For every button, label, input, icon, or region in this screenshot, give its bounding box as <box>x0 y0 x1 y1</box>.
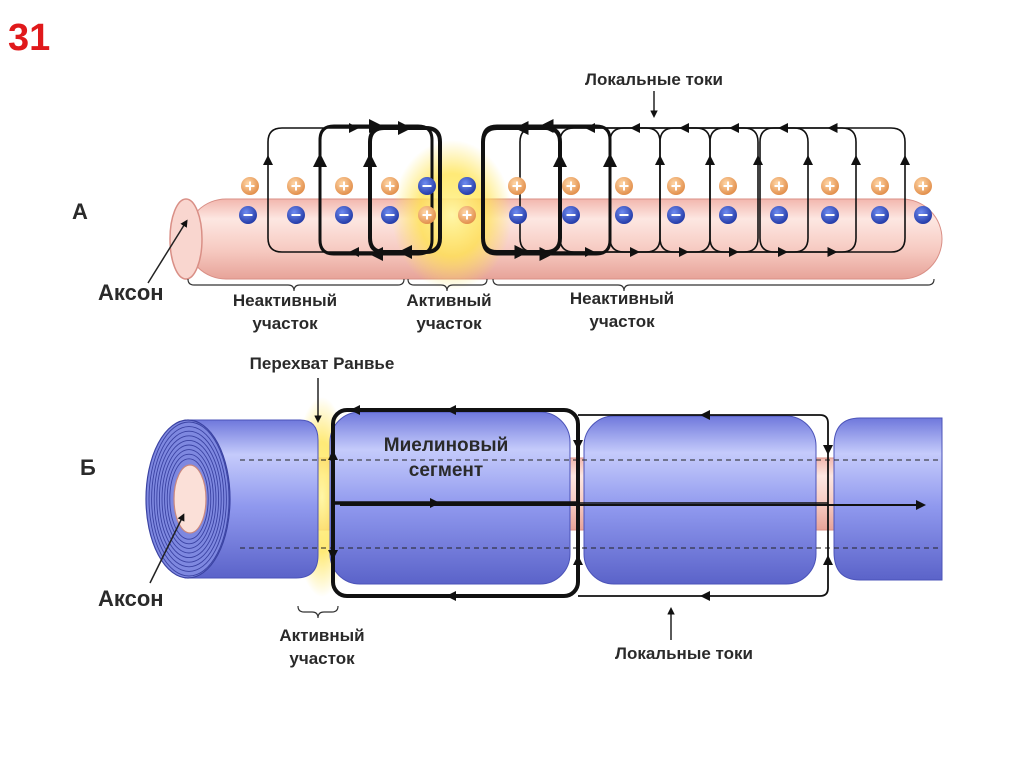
inactive-right-line2: участок <box>589 312 655 331</box>
local-current-loops-a <box>263 119 910 261</box>
negative-ion-icon <box>458 177 476 195</box>
positive-ion-icon <box>381 177 399 195</box>
myelin-roll-end <box>145 419 319 579</box>
myelin-label-line2: сегмент <box>409 460 483 481</box>
negative-ion-icon <box>562 206 580 224</box>
inactive-right-line1: Неактивный <box>570 289 674 308</box>
active-a-line1: Активный <box>406 291 491 310</box>
myelin-segment-3 <box>833 417 943 581</box>
negative-ion-icon <box>239 206 257 224</box>
axon-label-b: Аксон <box>98 586 164 611</box>
active-b-line1: Активный <box>279 626 364 645</box>
inactive-left-line1: Неактивный <box>233 291 337 310</box>
positive-ion-icon <box>821 177 839 195</box>
positive-ion-icon <box>287 177 305 195</box>
active-b-line2: участок <box>289 649 355 668</box>
slide-number: 31 <box>8 17 50 59</box>
positive-ion-icon <box>871 177 889 195</box>
negative-ion-icon <box>615 206 633 224</box>
local-currents-label-b: Локальные токи <box>615 644 753 663</box>
bracket-active-a <box>407 278 488 292</box>
ion-charges-a <box>239 177 932 224</box>
active-a-line2: участок <box>416 314 482 333</box>
negative-ion-icon <box>335 206 353 224</box>
negative-ion-icon <box>667 206 685 224</box>
panel-a: А Аксон Неактивный участок Активный учас… <box>72 70 943 333</box>
negative-ion-icon <box>871 206 889 224</box>
positive-ion-icon <box>241 177 259 195</box>
bracket-inactive-right <box>492 278 935 292</box>
local-currents-label-a: Локальные токи <box>585 70 723 89</box>
positive-ion-icon <box>914 177 932 195</box>
negative-ion-icon <box>914 206 932 224</box>
negative-ion-icon <box>418 177 436 195</box>
positive-ion-icon <box>667 177 685 195</box>
axon-cross-section <box>173 464 207 534</box>
negative-ion-icon <box>509 206 527 224</box>
panel-a-letter: А <box>72 199 88 224</box>
positive-ion-icon <box>770 177 788 195</box>
negative-ion-icon <box>719 206 737 224</box>
myelin-label-line1: Миелиновый <box>384 435 509 456</box>
positive-ion-icon <box>562 177 580 195</box>
axon-pointer-a <box>147 219 188 284</box>
negative-ion-icon <box>381 206 399 224</box>
active-zone-glow-a <box>392 140 512 290</box>
negative-ion-icon <box>821 206 839 224</box>
bracket-inactive-left <box>187 278 405 292</box>
axon-label-a: Аксон <box>98 280 164 305</box>
local-current-loops-b <box>328 405 926 601</box>
positive-ion-icon <box>719 177 737 195</box>
positive-ion-icon <box>508 177 526 195</box>
panel-b: Б <box>80 354 943 668</box>
bracket-active-b <box>297 605 339 619</box>
positive-ion-icon <box>615 177 633 195</box>
axon-pointer-b <box>149 513 185 584</box>
positive-ion-icon <box>418 206 436 224</box>
positive-ion-icon <box>335 177 353 195</box>
negative-ion-icon <box>770 206 788 224</box>
panel-b-letter: Б <box>80 455 96 480</box>
negative-ion-icon <box>287 206 305 224</box>
positive-ion-icon <box>458 206 476 224</box>
node-of-ranvier-label: Перехват Ранвье <box>250 354 395 373</box>
inactive-left-line2: участок <box>252 314 318 333</box>
myelin-segment-2 <box>583 415 817 585</box>
axon-cylinder-a <box>169 198 943 280</box>
